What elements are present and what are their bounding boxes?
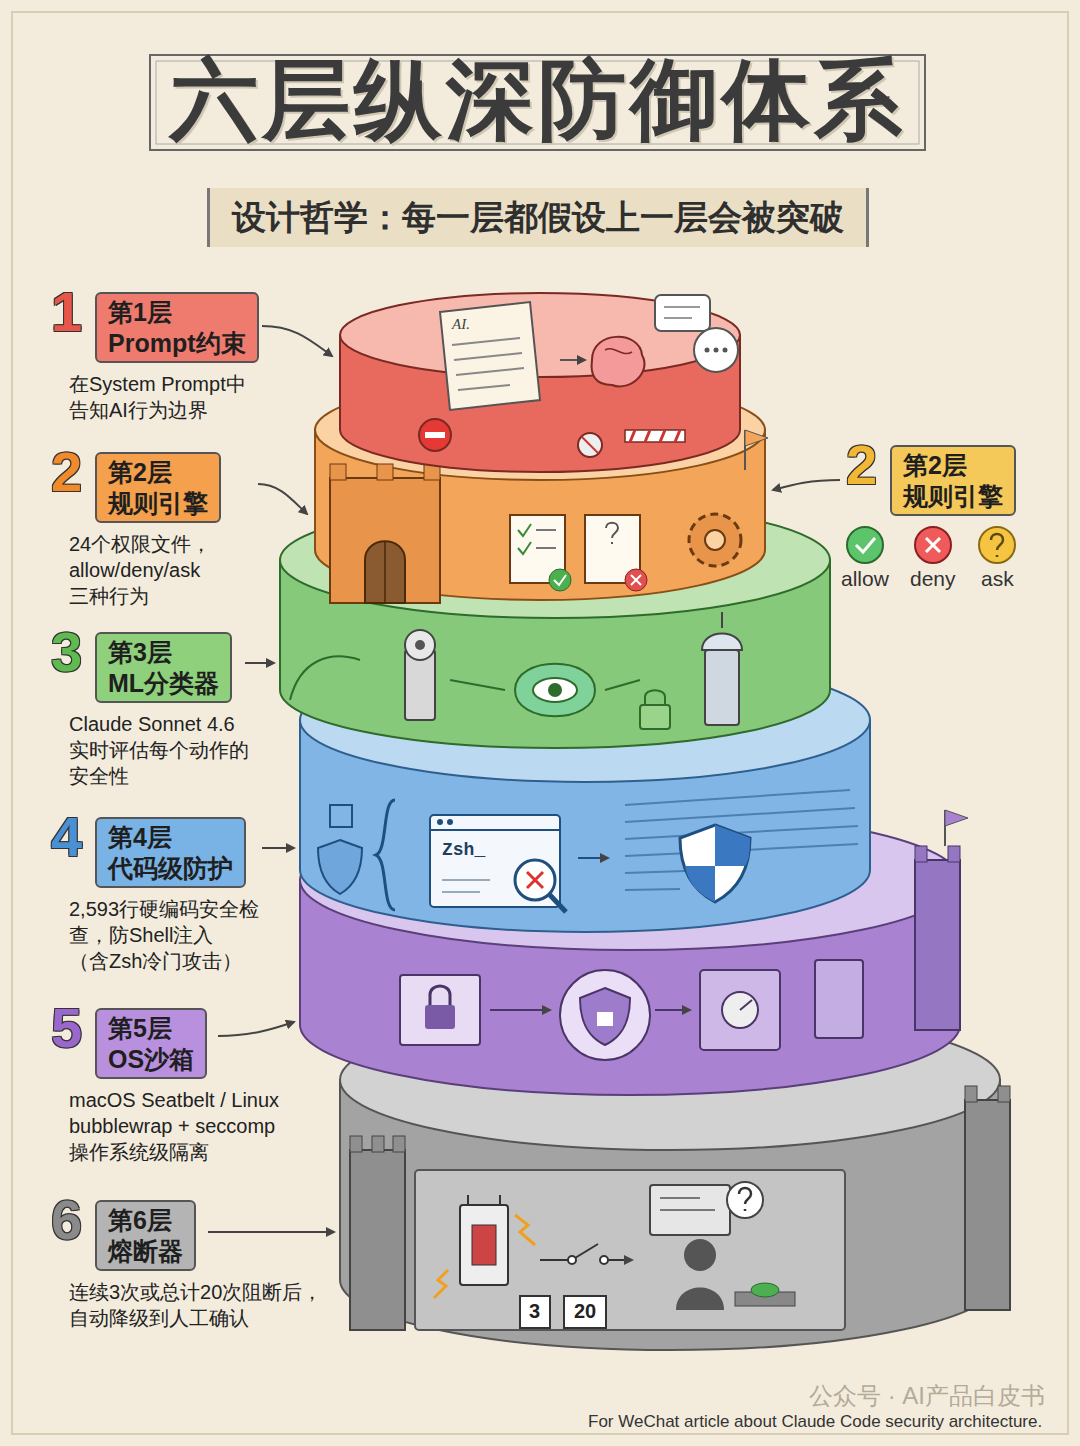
footnote: For WeChat article about Claude Code sec… bbox=[588, 1412, 1042, 1432]
layer-description: Claude Sonnet 4.6 实时评估每个动作的 安全性 bbox=[69, 711, 274, 789]
diagram-title: 六层纵深防御体系 bbox=[170, 52, 906, 149]
layer-description: 24个权限文件， allow/deny/ask 三种行为 bbox=[69, 531, 274, 609]
layer-callout: 5第5层 OS沙箱macOS Seatbelt / Linux bubblewr… bbox=[95, 1008, 319, 1165]
terminal-text: Zsh_ bbox=[442, 840, 485, 860]
callout-number: 2 bbox=[51, 444, 82, 500]
layer-tag: 第3层 ML分类器 bbox=[95, 632, 232, 703]
layer-tag: 第2层 规则引擎 bbox=[95, 452, 221, 523]
layer-tag: 第4层 代码级防护 bbox=[95, 817, 246, 888]
counter-value: 3 bbox=[529, 1300, 540, 1323]
callout-number: 3 bbox=[51, 624, 82, 680]
scroll-text: AI. bbox=[452, 316, 470, 333]
layer-callout: 1第1层 Prompt约束在System Prompt中 告知AI行为边界 bbox=[95, 292, 274, 423]
counter-value: 20 bbox=[574, 1300, 596, 1323]
leader-arrows bbox=[208, 326, 840, 1232]
subtitle-banner: 设计哲学：每一层都假设上一层会被突破 bbox=[207, 188, 869, 247]
layer-tag: 第2层 规则引擎 bbox=[890, 445, 1016, 516]
callout-number: 2 bbox=[846, 437, 877, 493]
callout-number: 1 bbox=[51, 284, 82, 340]
subtitle-text: 设计哲学：每一层都假设上一层会被突破 bbox=[232, 196, 844, 239]
tier-red bbox=[340, 293, 740, 472]
layer-description: 连续3次或总计20次阻断后， 自动降级到人工确认 bbox=[69, 1279, 334, 1331]
rule-label: allow bbox=[841, 567, 889, 591]
paper-border bbox=[12, 12, 1068, 1434]
layer-callout: 6第6层 熔断器连续3次或总计20次阻断后， 自动降级到人工确认 bbox=[95, 1200, 334, 1331]
callout-number: 5 bbox=[51, 1000, 82, 1056]
watermark: 公众号 · AI产品白皮书 bbox=[809, 1380, 1045, 1412]
layer-callout: 3第3层 ML分类器Claude Sonnet 4.6 实时评估每个动作的 安全… bbox=[95, 632, 274, 789]
layer-callout: 2第2层 规则引擎 bbox=[890, 445, 1016, 516]
layer-callout: 4第4层 代码级防护2,593行硬编码安全检 查，防Shell注入 （含Zsh冷… bbox=[95, 817, 295, 974]
layer-tag: 第6层 熔断器 bbox=[95, 1200, 196, 1271]
layer-description: 在System Prompt中 告知AI行为边界 bbox=[69, 371, 274, 423]
rule-label: deny bbox=[910, 567, 956, 591]
rule-symbols bbox=[847, 527, 1015, 563]
layer-description: 2,593行硬编码安全检 查，防Shell注入 （含Zsh冷门攻击） bbox=[69, 896, 295, 974]
layer-tag: 第5层 OS沙箱 bbox=[95, 1008, 207, 1079]
layer-callout: 2第2层 规则引擎24个权限文件， allow/deny/ask 三种行为 bbox=[95, 452, 274, 609]
callout-number: 4 bbox=[51, 809, 82, 865]
layer-description: macOS Seatbelt / Linux bubblewrap + secc… bbox=[69, 1087, 319, 1165]
callout-number: 6 bbox=[51, 1192, 82, 1248]
rule-label: ask bbox=[981, 567, 1014, 591]
layer-tag: 第1层 Prompt约束 bbox=[95, 292, 259, 363]
